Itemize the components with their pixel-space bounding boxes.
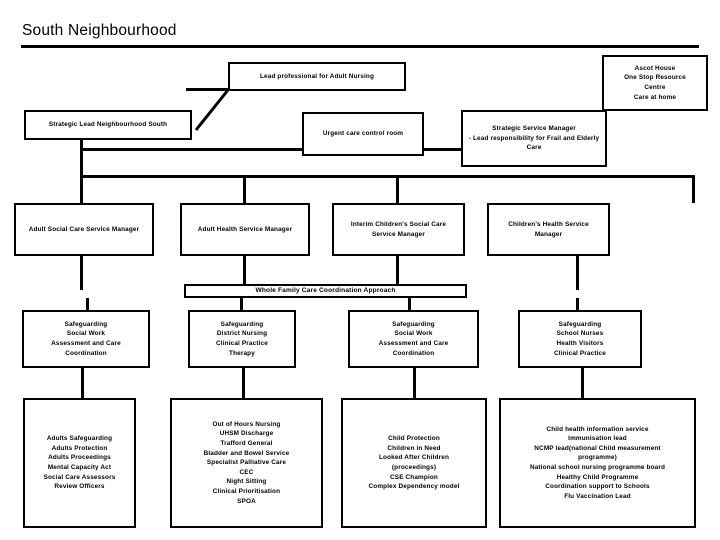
node-label: Adults Safeguarding Adults Protection Ad… bbox=[43, 435, 116, 491]
connector-drop-adult-health-to-banner bbox=[243, 256, 246, 290]
connector-safeguarding-to-childrens-social-detail bbox=[413, 368, 416, 398]
node-label: Adult Social Care Service Manager bbox=[28, 225, 140, 233]
connector-drop-adult-social-care-to-banner bbox=[80, 256, 83, 290]
node-safeguarding-adult-social-work[interactable]: Safeguarding Social Work Assessment and … bbox=[22, 310, 150, 368]
node-childrens-social-care-detail[interactable]: Child Protection Children in Need Looked… bbox=[341, 398, 487, 528]
node-label: Safeguarding Social Work Assessment and … bbox=[378, 320, 449, 357]
connector-safeguarding-to-adults-detail bbox=[81, 368, 84, 398]
node-label: Out of Hours Nursing UHSM Discharge Traf… bbox=[203, 420, 290, 505]
node-safeguarding-district-nursing[interactable]: Safeguarding District Nursing Clinical P… bbox=[188, 310, 296, 368]
node-label: Safeguarding Social Work Assessment and … bbox=[51, 320, 121, 357]
node-label: Safeguarding School Nurses Health Visito… bbox=[554, 320, 606, 357]
node-label: Adult Health Service Manager bbox=[197, 225, 293, 233]
node-label: Safeguarding District Nursing Clinical P… bbox=[216, 320, 268, 357]
node-childrens-health-service-manager[interactable]: Children's Health Service Manager bbox=[487, 203, 610, 256]
node-lead-professional-adult-nursing[interactable]: Lead professional for Adult Nursing bbox=[228, 62, 406, 91]
node-label: Interim Children's Social Care Service M… bbox=[350, 220, 447, 238]
connector-safeguarding-to-nursing-detail bbox=[242, 368, 245, 398]
node-interim-childrens-social-care-service-manager[interactable]: Interim Children's Social Care Service M… bbox=[332, 203, 465, 256]
connector-safeguarding-to-childrens-health-detail bbox=[581, 368, 584, 398]
node-adults-services-detail[interactable]: Adults Safeguarding Adults Protection Ad… bbox=[23, 398, 136, 528]
connector-drop-childrens-health-to-banner bbox=[576, 256, 579, 290]
node-urgent-care-control-room[interactable]: Urgent care control room bbox=[302, 112, 424, 156]
node-childrens-health-detail[interactable]: Child health information service Immunis… bbox=[499, 398, 696, 528]
connector-banner-to-safeguarding-adult-social-work bbox=[86, 298, 89, 310]
node-label: Ascot House One Stop Resource Centre Car… bbox=[624, 64, 686, 101]
node-label: Child health information service Immunis… bbox=[529, 425, 666, 500]
connector-bus-upper bbox=[80, 148, 302, 151]
node-adult-health-service-manager[interactable]: Adult Health Service Manager bbox=[180, 203, 310, 256]
node-label: Lead professional for Adult Nursing bbox=[259, 72, 374, 80]
node-safeguarding-school-nurses[interactable]: Safeguarding School Nurses Health Visito… bbox=[518, 310, 642, 368]
connector-banner-to-safeguarding-district-nursing bbox=[240, 298, 243, 310]
connector-drop-interim-childrens-manager bbox=[396, 175, 399, 203]
node-safeguarding-childrens-social-work[interactable]: Safeguarding Social Work Assessment and … bbox=[348, 310, 479, 368]
node-label: Whole Family Care Coordination Approach bbox=[255, 287, 396, 295]
page-title: South Neighbourhood bbox=[22, 22, 177, 39]
node-label: Children's Health Service Manager bbox=[508, 220, 589, 238]
connector-bus-lower bbox=[80, 175, 695, 178]
connector-drop-interim-childrens-to-banner bbox=[396, 256, 399, 290]
connector-bus-upper-right bbox=[424, 148, 461, 151]
node-whole-family-care-coordination-approach[interactable]: Whole Family Care Coordination Approach bbox=[184, 284, 467, 298]
node-strategic-lead-neighbourhood-south[interactable]: Strategic Lead Neighbourhood South bbox=[24, 110, 192, 140]
node-strategic-service-manager[interactable]: Strategic Service Manager - Lead respons… bbox=[461, 110, 607, 167]
connector-drop-adult-health-manager bbox=[243, 175, 246, 203]
connector-diagonal-strategic-to-lead-professional bbox=[194, 89, 230, 131]
title-underline bbox=[21, 45, 699, 48]
node-ascot-house[interactable]: Ascot House One Stop Resource Centre Car… bbox=[602, 55, 708, 111]
node-label: Urgent care control room bbox=[322, 130, 404, 138]
node-adult-social-care-service-manager[interactable]: Adult Social Care Service Manager bbox=[14, 203, 154, 256]
connector-banner-to-safeguarding-school-nurses bbox=[576, 298, 579, 310]
connector-drop-childrens-health-manager bbox=[692, 175, 695, 203]
node-label: Child Protection Children in Need Looked… bbox=[368, 435, 460, 491]
node-label: Strategic Lead Neighbourhood South bbox=[48, 121, 168, 129]
node-label: Strategic Service Manager - Lead respons… bbox=[468, 125, 600, 152]
connector-banner-to-safeguarding-childrens-social-work bbox=[408, 298, 411, 310]
connector-lead-professional-stub bbox=[186, 88, 230, 91]
node-adult-nursing-detail[interactable]: Out of Hours Nursing UHSM Discharge Traf… bbox=[170, 398, 323, 528]
